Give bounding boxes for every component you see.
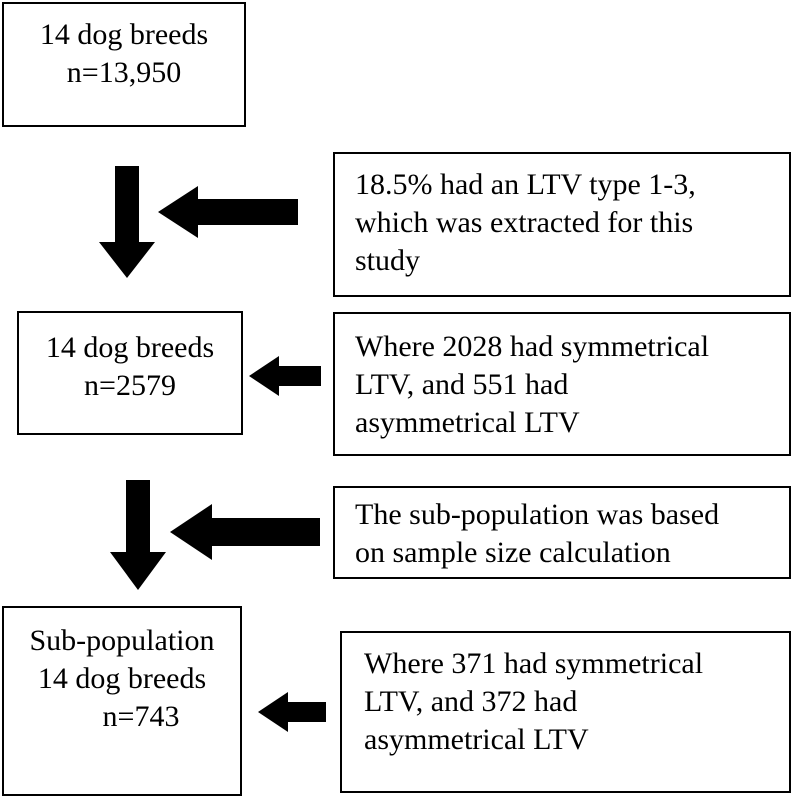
note-line: The sub-population was based [355, 498, 720, 531]
node-title: Sub-population [29, 624, 215, 657]
note-line: asymmetrical LTV [355, 406, 580, 439]
node-count: n=743 [102, 700, 180, 733]
note-line: which was extracted for this [355, 206, 694, 239]
note-line: Where 371 had symmetrical [364, 647, 704, 680]
sample-size-note: The sub-population was based on sample s… [333, 486, 791, 579]
sub-split-note: Where 371 had symmetrical LTV, and 372 h… [340, 631, 791, 793]
node-label: 14 dog breeds [39, 18, 209, 51]
note-line: LTV, and 551 had [355, 368, 569, 401]
ltv-split-note: Where 2028 had symmetrical LTV, and 551 … [333, 312, 791, 456]
down-arrow-icon [110, 480, 166, 590]
note-line: on sample size calculation [355, 536, 671, 569]
left-arrow-icon [158, 186, 298, 238]
left-arrow-icon [170, 504, 320, 560]
note-line: 18.5% had an LTV type 1-3, [355, 168, 696, 201]
subpopulation-box: Sub-population 14 dog breeds n=743 [2, 606, 242, 796]
node-count: n=2579 [84, 369, 176, 402]
note-line: study [355, 244, 421, 277]
node-label: 14 dog breeds [37, 662, 207, 695]
left-arrow-icon [249, 356, 321, 396]
note-line: LTV, and 372 had [364, 685, 578, 718]
note-line: Where 2028 had symmetrical [355, 330, 710, 363]
note-line: asymmetrical LTV [364, 723, 589, 756]
node-count: n=13,950 [66, 56, 182, 89]
ltv-extracted-note: 18.5% had an LTV type 1-3, which was ext… [333, 152, 791, 297]
down-arrow-icon [99, 166, 155, 278]
population-total-box: 14 dog breeds n=13,950 [2, 2, 246, 127]
population-ltv-box: 14 dog breeds n=2579 [17, 311, 243, 435]
node-label: 14 dog breeds [45, 331, 215, 364]
left-arrow-icon [258, 692, 326, 732]
